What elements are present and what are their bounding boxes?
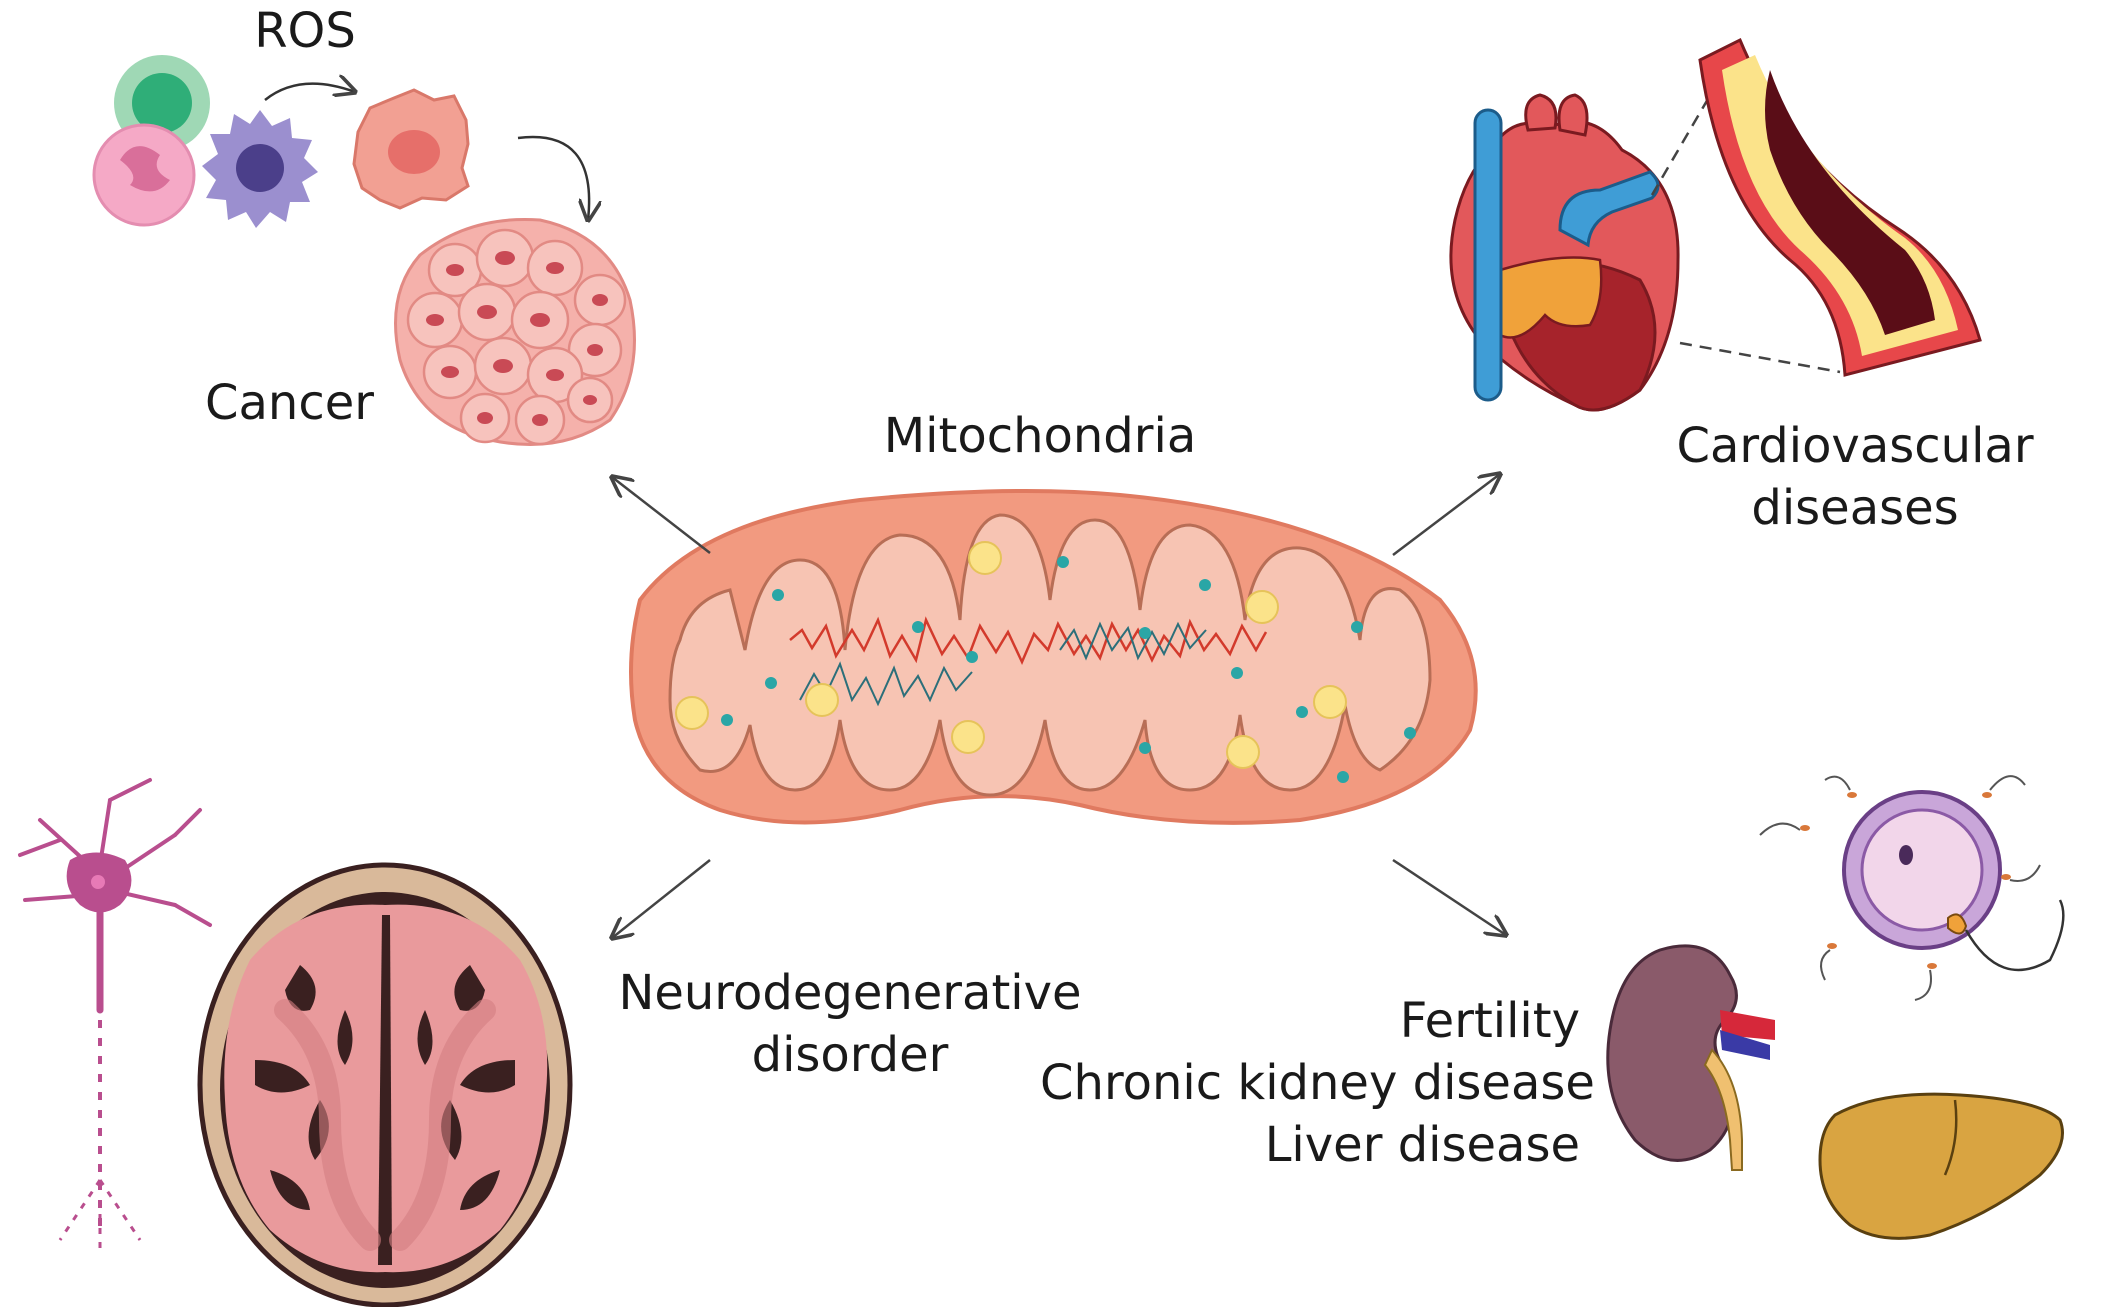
neuro-line-2: disorder bbox=[751, 1027, 949, 1083]
mitochondria-text: Mitochondria bbox=[883, 408, 1197, 464]
mitochondria-label: Mitochondria bbox=[860, 405, 1220, 467]
neuro-line-1: Neurodegenerative bbox=[618, 965, 1082, 1021]
kidney-disease-text: Chronic kidney disease bbox=[1040, 1055, 1595, 1111]
liver-icon bbox=[1818, 1092, 2064, 1240]
cardio-label: Cardiovascular diseases bbox=[1665, 415, 2045, 539]
cardio-line-1: Cardiovascular bbox=[1676, 418, 2034, 474]
cancer-label: Cancer bbox=[205, 372, 374, 434]
neuron-icon bbox=[18, 778, 212, 1250]
liver-disease-text: Liver disease bbox=[1264, 1117, 1580, 1173]
ros-text: ROS bbox=[254, 3, 356, 59]
brain-icon bbox=[197, 862, 573, 1307]
cardio-line-2: diseases bbox=[1751, 480, 1959, 536]
artery-icon bbox=[1698, 37, 1982, 377]
tumor-icon bbox=[394, 217, 636, 446]
kidney-icon bbox=[1606, 944, 1775, 1171]
neuro-label: Neurodegenerative disorder bbox=[615, 962, 1085, 1086]
other-diseases-label: Fertility Chronic kidney disease Liver d… bbox=[1040, 990, 1595, 1176]
oocyte-icon bbox=[1759, 775, 2065, 1001]
mitochondrion-icon bbox=[629, 489, 1478, 825]
fertility-text: Fertility bbox=[1399, 993, 1580, 1049]
ros-cell-icon bbox=[352, 88, 470, 210]
cell-cluster-icon bbox=[92, 55, 318, 228]
cancer-text: Cancer bbox=[205, 375, 375, 431]
heart-icon bbox=[1449, 93, 1680, 412]
ros-label: ROS bbox=[240, 0, 370, 62]
